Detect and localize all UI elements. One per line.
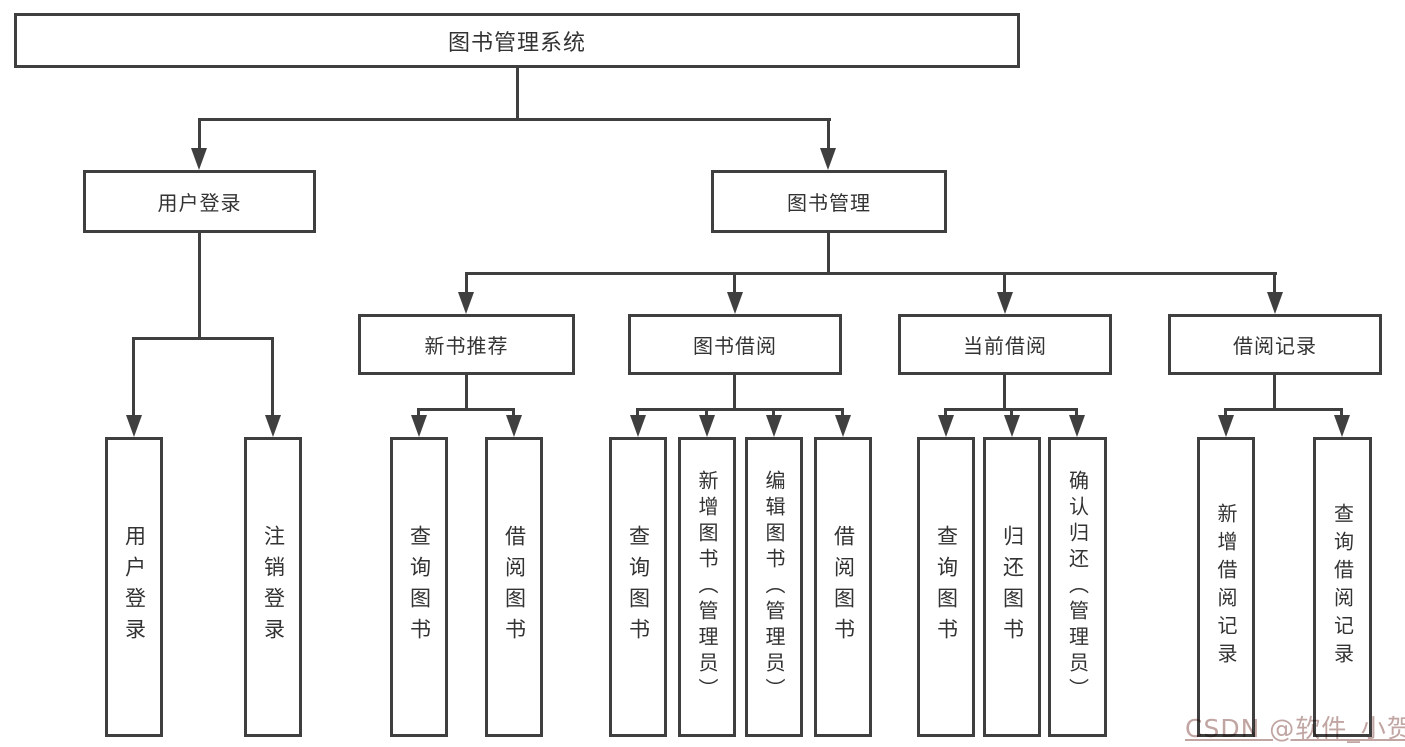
arrow-down-icon xyxy=(411,415,427,437)
arrow-down-icon xyxy=(1218,415,1234,437)
connector-vline xyxy=(733,375,736,408)
connector-vline xyxy=(841,408,844,420)
connector-hline xyxy=(465,272,1277,275)
connector-vline xyxy=(1224,408,1227,420)
node-borrow-record: 借阅记录 xyxy=(1168,314,1382,375)
leaf-borrow-borrow-books: 借阅图书 xyxy=(814,437,872,737)
connector-hline xyxy=(637,408,844,411)
connector-vline xyxy=(198,118,201,152)
arrow-down-icon xyxy=(1334,415,1350,437)
arrow-down-icon xyxy=(126,415,142,437)
arrow-down-icon xyxy=(835,415,851,437)
leaf-recommend-borrow-books: 借阅图书 xyxy=(485,437,543,737)
connector-vline xyxy=(733,272,736,296)
connector-vline xyxy=(1075,408,1078,420)
connector-hline xyxy=(418,408,515,411)
connector-vline xyxy=(1340,408,1343,420)
connector-vline xyxy=(465,375,468,408)
node-new-book-recommend: 新书推荐 xyxy=(358,314,575,375)
connector-vline xyxy=(1010,408,1013,420)
leaf-current-query-books: 查询图书 xyxy=(917,437,975,737)
connector-vline xyxy=(944,408,947,420)
leaf-query-borrow-record: 查询借阅记录 xyxy=(1313,437,1372,737)
arrow-down-icon xyxy=(265,415,281,437)
connector-vline xyxy=(512,408,515,420)
arrow-down-icon xyxy=(727,292,743,314)
connector-vline xyxy=(198,233,201,337)
connector-hline xyxy=(1224,408,1343,411)
arrow-down-icon xyxy=(938,415,954,437)
arrow-down-icon xyxy=(766,415,782,437)
arrow-down-icon xyxy=(458,292,474,314)
arrow-down-icon xyxy=(191,148,207,170)
leaf-return-books: 归还图书 xyxy=(983,437,1041,737)
connector-vline xyxy=(132,337,135,419)
connector-hline xyxy=(198,118,831,121)
connector-hline xyxy=(133,337,274,340)
leaf-confirm-return-admin: 确认归还（管理员） xyxy=(1048,437,1107,737)
node-user-login: 用户登录 xyxy=(83,170,316,233)
leaf-user-login: 用户登录 xyxy=(105,437,163,737)
connector-vline xyxy=(465,272,468,296)
connector-vline xyxy=(1003,272,1006,296)
connector-vline xyxy=(1003,375,1006,408)
arrow-down-icon xyxy=(506,415,522,437)
arrow-down-icon xyxy=(699,415,715,437)
connector-vline xyxy=(417,408,420,420)
connector-vline xyxy=(772,408,775,420)
arrow-down-icon xyxy=(1267,292,1283,314)
leaf-recommend-query-books: 查询图书 xyxy=(390,437,448,737)
connector-vline xyxy=(705,408,708,420)
node-book-management: 图书管理 xyxy=(711,170,947,233)
node-book-borrow: 图书借阅 xyxy=(628,314,842,375)
connector-vline xyxy=(271,337,274,419)
leaf-edit-books-admin: 编辑图书（管理员） xyxy=(745,437,803,737)
arrow-down-icon xyxy=(997,292,1013,314)
arrow-down-icon xyxy=(820,148,836,170)
connector-vline xyxy=(636,408,639,420)
arrow-down-icon xyxy=(630,415,646,437)
leaf-borrow-query-books: 查询图书 xyxy=(609,437,667,737)
connector-vline xyxy=(827,118,830,152)
connector-vline xyxy=(1273,272,1276,296)
node-current-borrow: 当前借阅 xyxy=(898,314,1112,375)
node-library-management-system: 图书管理系统 xyxy=(14,13,1020,68)
leaf-add-borrow-record: 新增借阅记录 xyxy=(1197,437,1255,737)
leaf-logout: 注销登录 xyxy=(244,437,302,737)
connector-vline xyxy=(516,68,519,118)
arrow-down-icon xyxy=(1004,415,1020,437)
leaf-add-books-admin: 新增图书（管理员） xyxy=(678,437,736,737)
arrow-down-icon xyxy=(1069,415,1085,437)
csdn-watermark: CSDN @软件_小贺同学 xyxy=(1185,714,1405,743)
connector-vline xyxy=(827,233,830,272)
connector-vline xyxy=(1273,375,1276,408)
